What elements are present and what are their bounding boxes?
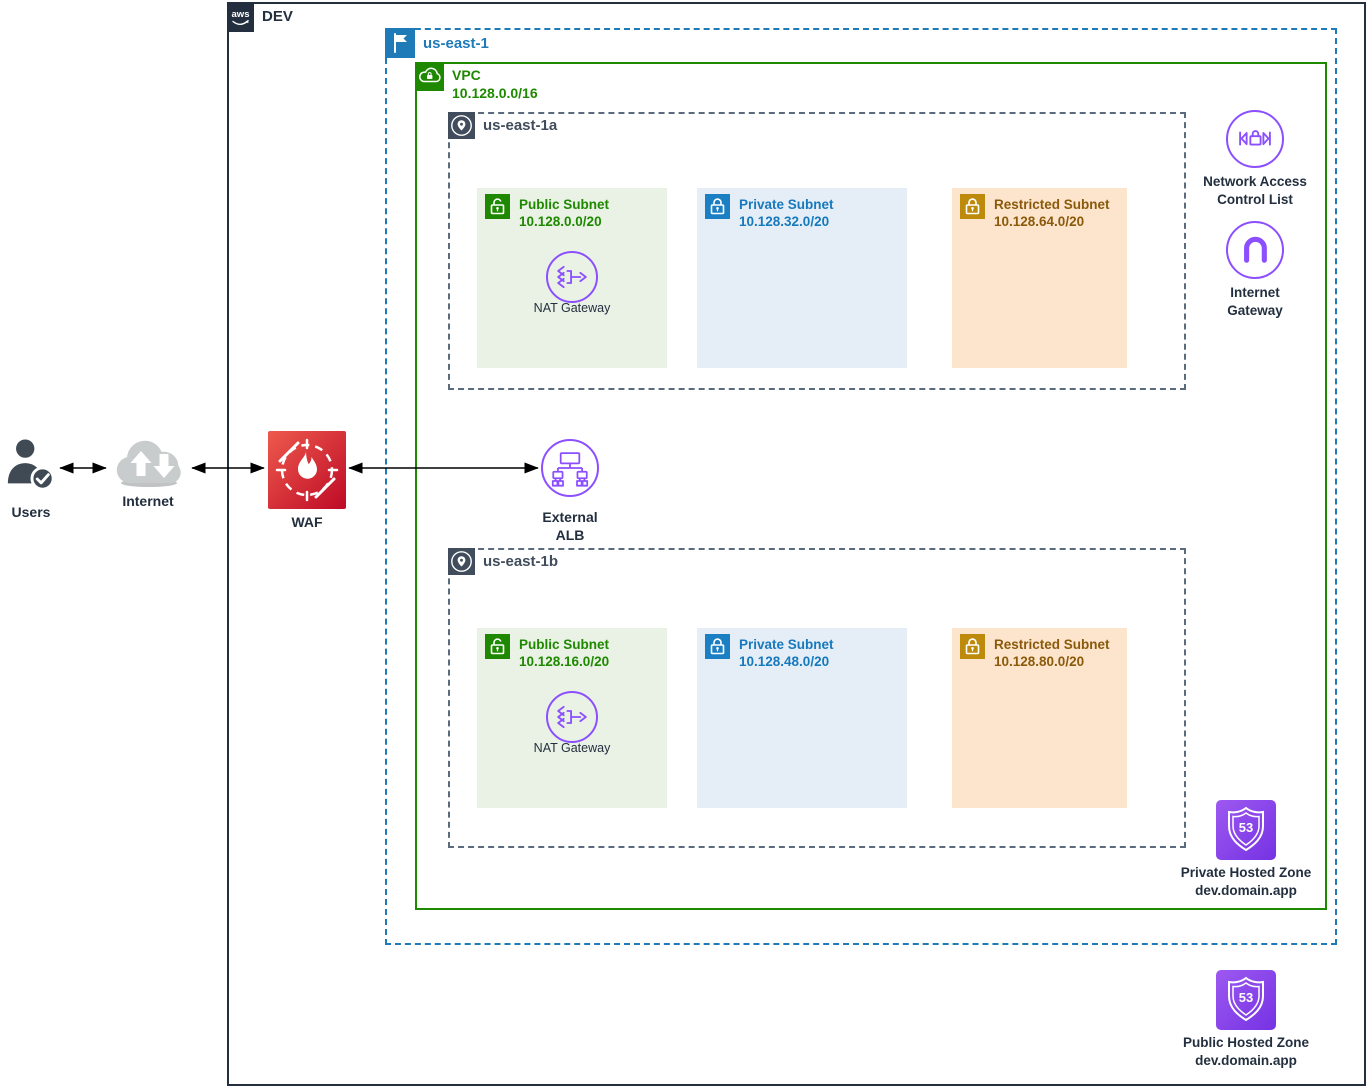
nat-gateway-1a-label: NAT Gateway [533,301,611,315]
subnet-label: Restricted Subnet [994,197,1110,212]
route53-badge: 53 [1239,990,1253,1005]
internet-gateway-label: Internet Gateway [1175,284,1335,320]
az-us-east-1a-boundary [448,112,1186,390]
alb-label-line1: External [542,509,598,525]
route53-public-hosted-zone-icon: 53 [1216,970,1276,1030]
public-subnet-1b-labels: Public Subnet 10.128.16.0/20 [519,636,609,670]
az-us-east-1b-boundary [448,548,1186,848]
restricted-subnet-1b-labels: Restricted Subnet 10.128.80.0/20 [994,636,1110,670]
nacl-label-line1: Network Access [1203,174,1307,189]
private-subnet-1b-labels: Private Subnet 10.128.48.0/20 [739,636,834,670]
vpc-icon [415,62,444,91]
public-subnet-lock-icon [485,194,510,219]
public-subnet-1a-labels: Public Subnet 10.128.0.0/20 [519,196,609,230]
aws-logo-text: aws [232,9,250,20]
users-label: Users [11,504,51,520]
vpc-label-block: VPC 10.128.0.0/16 [452,66,538,102]
network-acl-icon [1226,110,1284,168]
public-subnet-lock-icon [485,634,510,659]
route53-private-hosted-zone-icon: 53 [1216,800,1276,860]
waf-label: WAF [291,514,323,530]
waf-icon [268,431,346,509]
subnet-label: Restricted Subnet [994,637,1110,652]
subnet-label: Public Subnet [519,197,610,212]
users-icon [4,436,58,496]
private-subnet-1a [697,188,907,368]
public-hosted-zone-line1: Public Hosted Zone [1182,1035,1309,1050]
nat-gateway-1b-icon [546,691,598,743]
region-boundary [385,28,1337,945]
nat-gateway-1a-icon [546,251,598,303]
region-flag-icon [385,28,415,58]
internet-gateway-icon [1226,221,1284,279]
private-subnet-1a-labels: Private Subnet 10.128.32.0/20 [739,196,834,230]
public-hosted-zone-label: Public Hosted Zone dev.domain.app [1146,1034,1346,1070]
network-acl-label: Network Access Control List [1175,173,1335,209]
subnet-cidr: 10.128.16.0/20 [519,654,610,669]
igw-label-line2: Gateway [1227,303,1283,318]
vpc-cidr: 10.128.0.0/16 [452,85,538,101]
aws-logo-icon: aws [227,2,254,32]
restricted-subnet-lock-icon [960,634,985,659]
private-subnet-1b [697,628,907,808]
private-hosted-zone-line1: Private Hosted Zone [1180,865,1312,880]
internet-label: Internet [122,493,174,509]
nat-gateway-1b-label: NAT Gateway [533,741,611,755]
region-label: us-east-1 [423,35,489,52]
account-boundary-dev [227,2,1366,1086]
az-pin-icon [448,548,475,575]
igw-label-line1: Internet [1230,285,1280,300]
account-label: DEV [262,8,293,25]
subnet-cidr: 10.128.0.0/20 [519,214,602,229]
internet-cloud-icon [108,431,190,491]
nacl-label-line2: Control List [1217,192,1293,207]
external-alb-icon [541,439,599,497]
subnet-cidr: 10.128.80.0/20 [994,654,1085,669]
az-us-east-1a-label: us-east-1a [483,117,558,134]
az-us-east-1b-label: us-east-1b [483,553,559,570]
route53-badge: 53 [1239,820,1253,835]
subnet-cidr: 10.128.64.0/20 [994,214,1085,229]
vpc-boundary [415,62,1327,910]
private-hosted-zone-line2: dev.domain.app [1195,883,1297,898]
subnet-label: Private Subnet [739,637,834,652]
subnet-cidr: 10.128.32.0/20 [739,214,830,229]
private-subnet-lock-icon [705,634,730,659]
private-subnet-lock-icon [705,194,730,219]
subnet-label: Public Subnet [519,637,610,652]
vpc-label: VPC [452,67,481,83]
restricted-subnet-1a-labels: Restricted Subnet 10.128.64.0/20 [994,196,1110,230]
subnet-cidr: 10.128.48.0/20 [739,654,830,669]
restricted-subnet-lock-icon [960,194,985,219]
external-alb-label: External ALB [510,508,630,544]
public-hosted-zone-line2: dev.domain.app [1195,1053,1297,1068]
az-pin-icon [448,112,475,139]
alb-label-line2: ALB [555,527,585,543]
private-hosted-zone-label: Private Hosted Zone dev.domain.app [1146,864,1346,900]
subnet-label: Private Subnet [739,197,834,212]
